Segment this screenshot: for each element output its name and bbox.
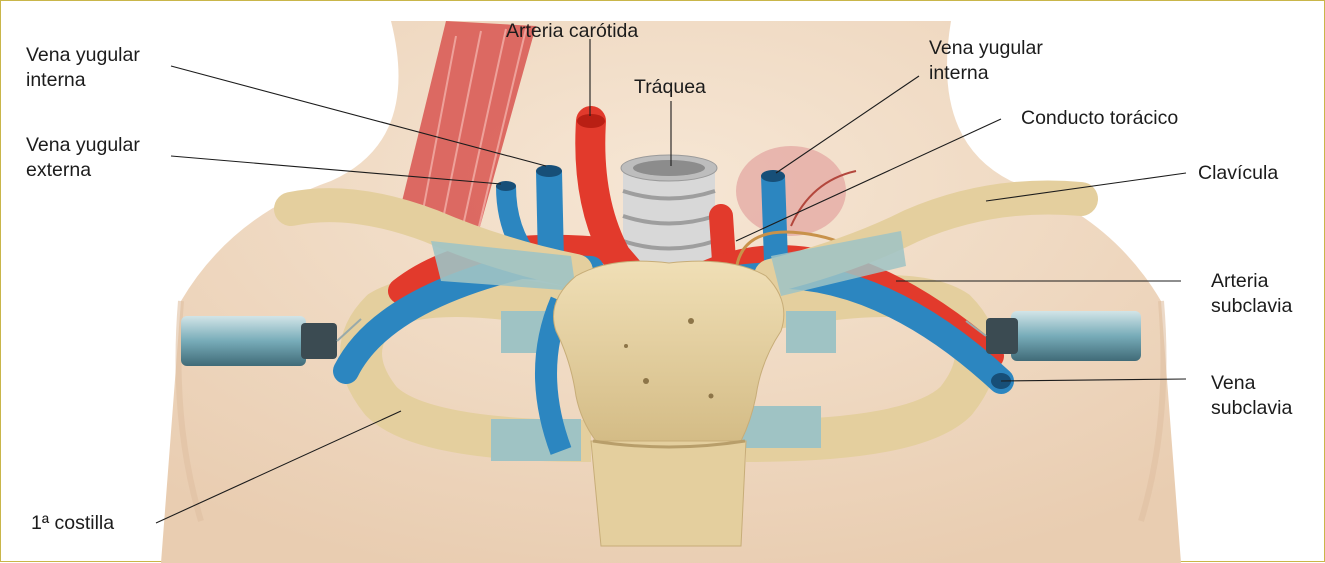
syringe-right (966, 311, 1141, 361)
syringe-left (181, 316, 361, 366)
label-arteria-carotida: Arteria carótida (506, 19, 638, 44)
label-vena-yugular-interna-left: Vena yugular interna (26, 43, 140, 93)
cartilage (741, 406, 821, 448)
label-vena-yugular-externa: Vena yugular externa (26, 133, 140, 183)
label-vena-yugular-interna-right: Vena yugular interna (929, 36, 1043, 86)
cartilage (786, 311, 836, 353)
label-traquea: Tráquea (634, 75, 706, 100)
muscle-right (736, 146, 846, 236)
label-primera-costilla: 1ª costilla (31, 511, 114, 536)
label-arteria-subclavia: Arteria subclavia (1211, 269, 1292, 319)
label-clavicula: Clavícula (1198, 161, 1278, 186)
label-vena-subclavia: Vena subclavia (1211, 371, 1292, 421)
label-conducto-toracico: Conducto torácico (1021, 106, 1178, 131)
